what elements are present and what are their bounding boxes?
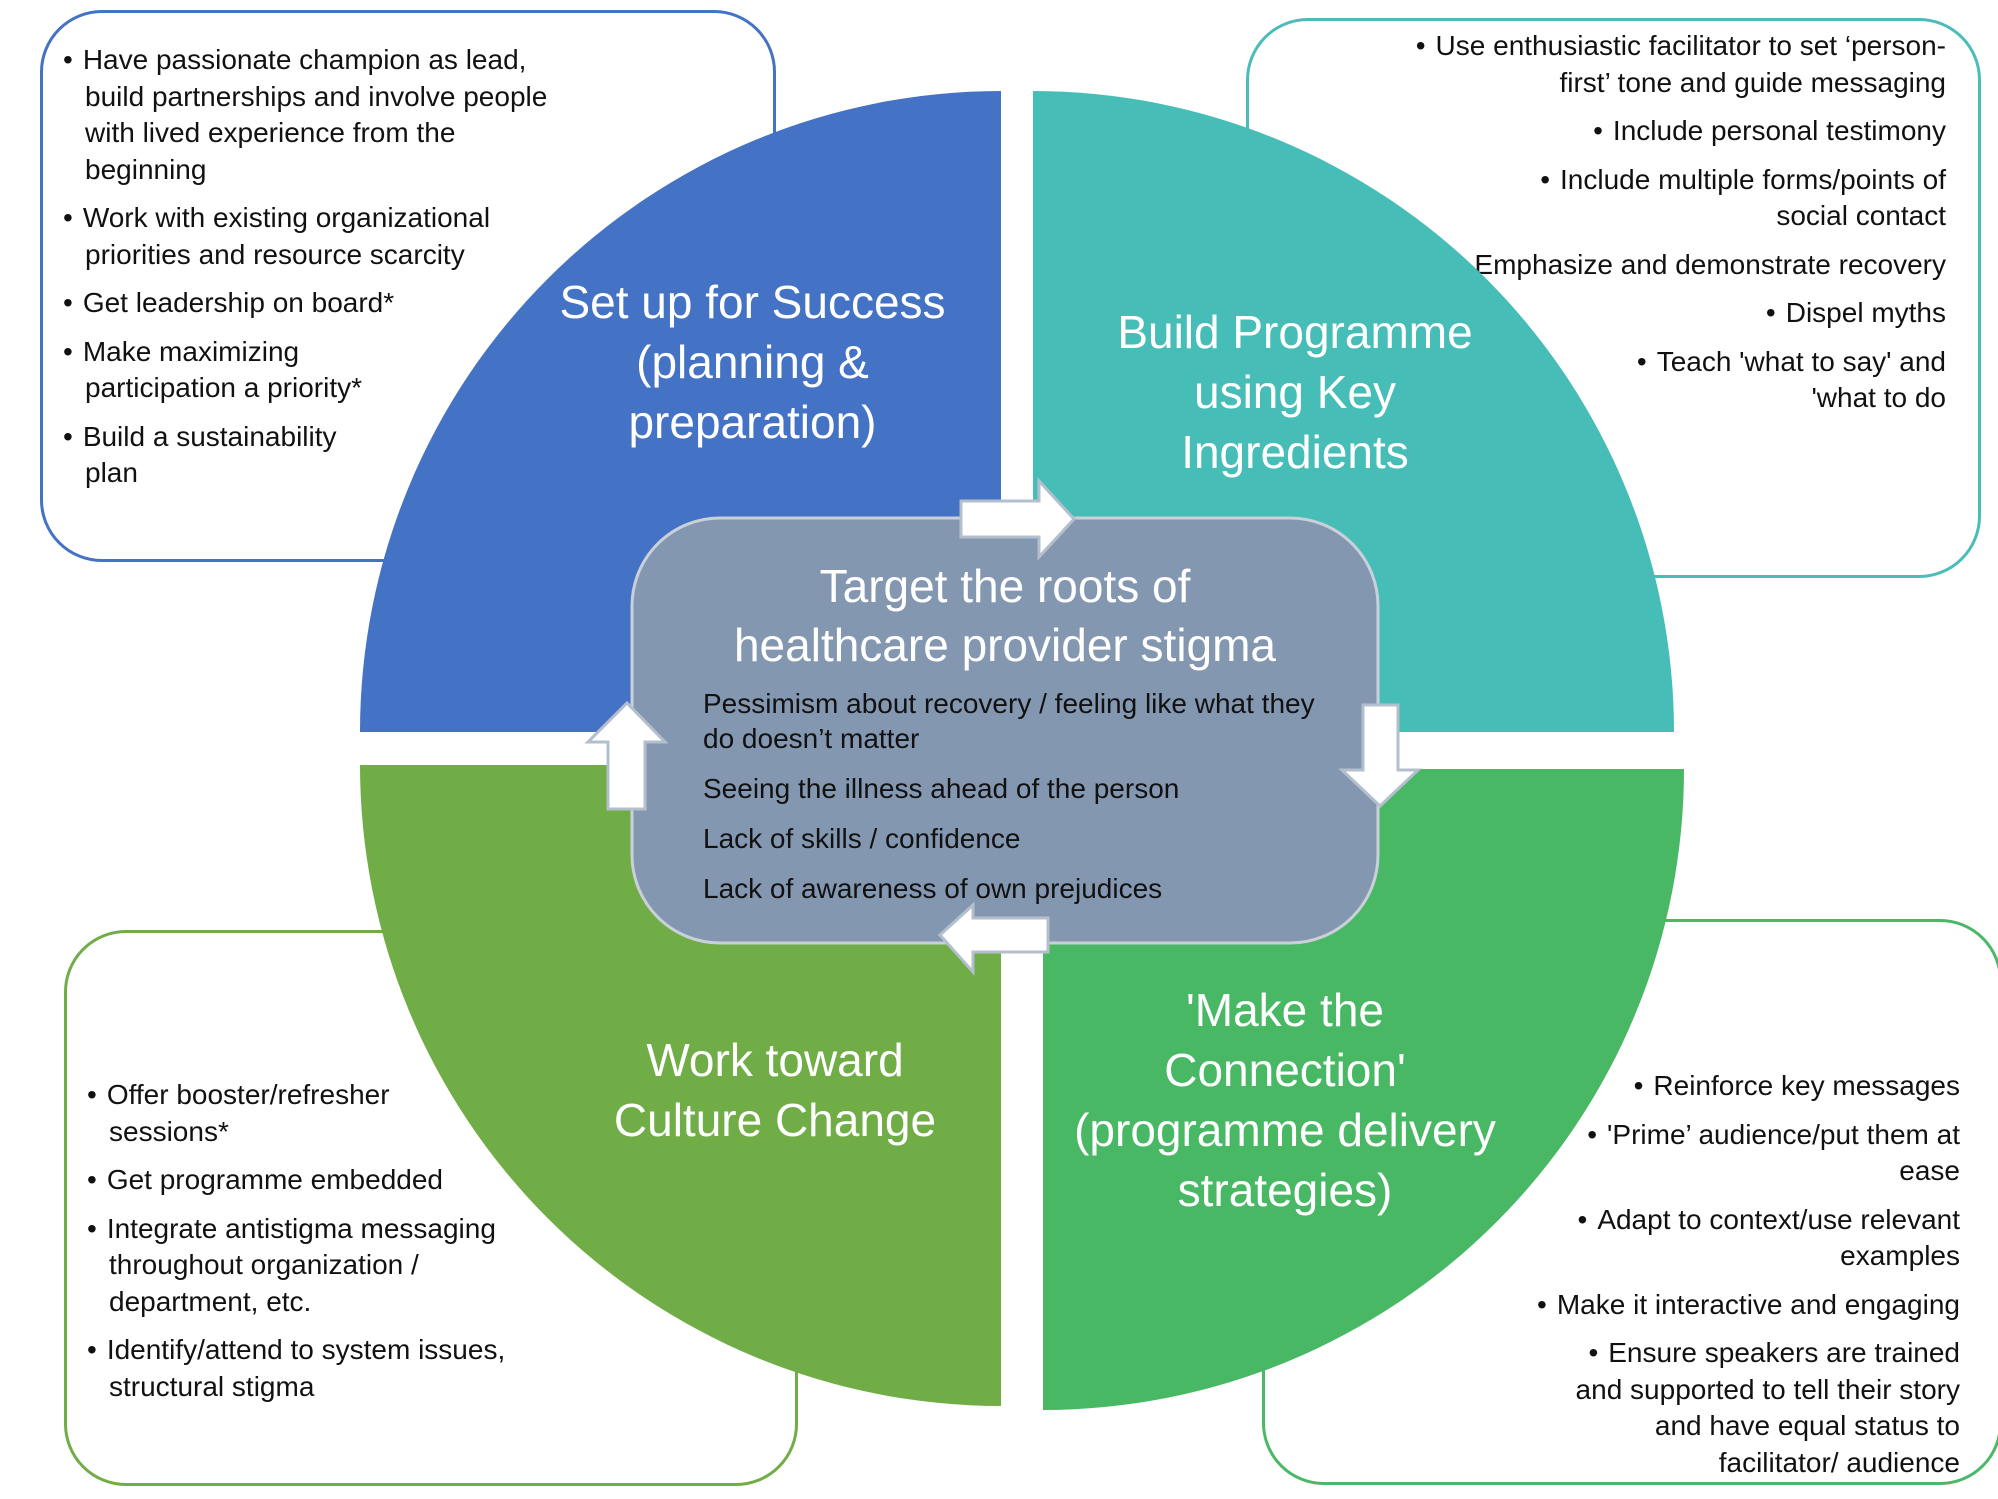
arrow-left-icon	[937, 901, 1050, 976]
list-item: •Make it interactive and engaging	[1537, 1288, 1960, 1320]
arrow-down-icon	[1338, 703, 1422, 809]
list-item: •Teach 'what to say' and 'what to do	[1636, 345, 1946, 414]
list-item: Pessimism about recovery / feeling like …	[703, 688, 1315, 754]
quadrant-title-culture-change: Work toward Culture Change	[613, 1034, 937, 1146]
list-item: •Reinforce key messages	[1633, 1070, 1960, 1101]
list-item: •Ensure speakers are trained and support…	[1575, 1337, 1960, 1478]
list-item: •Integrate antistigma messaging througho…	[87, 1212, 496, 1317]
center-content: Target the roots of healthcare provider …	[631, 517, 1379, 944]
list-item: •Have passionate champion as lead, build…	[63, 44, 548, 185]
list-item: •Work with existing organizational prior…	[63, 202, 491, 270]
list-item: •Build a sustainability plan	[63, 420, 337, 489]
quadrant-title-key-ingredients: Build Programme using Key Ingredients	[1117, 306, 1473, 478]
list-item: Lack of skills / confidence	[703, 823, 1021, 854]
arrow-right-icon	[959, 477, 1077, 561]
list-item: •Offer booster/refresher sessions*	[87, 1079, 390, 1147]
arrow-up-icon	[584, 700, 669, 811]
culture-change-list: •Offer booster/refresher sessions* •Get …	[87, 1077, 607, 1417]
stigma-roots-list: Pessimism about recovery / feeling like …	[703, 686, 1343, 921]
setup-success-list: •Have passionate champion as lead, build…	[63, 42, 583, 504]
list-item: •Include personal testimony	[1593, 115, 1946, 146]
list-item: •Dispel myths	[1765, 297, 1946, 328]
list-item: •Make maximizing participation a priorit…	[63, 335, 363, 404]
list-item: •Adapt to context/use relevant examples	[1577, 1203, 1961, 1272]
center-title: Target the roots of healthcare provider …	[733, 560, 1277, 671]
list-item: Seeing the illness ahead of the person	[703, 773, 1180, 804]
list-item: •'Prime’ audience/put them at ease	[1587, 1118, 1960, 1187]
list-item: •Use enthusiastic facilitator to set ‘pe…	[1415, 30, 1946, 98]
delivery-strategies-list: •Reinforce key messages •'Prime’ audienc…	[1440, 1068, 1960, 1493]
list-item: •Get programme embedded	[87, 1164, 443, 1195]
quadrant-title-setup-success: Set up for Success (planning & preparati…	[559, 276, 946, 448]
list-item: •Include multiple forms/points of social…	[1540, 163, 1946, 232]
quadrant-title-make-connection: 'Make the Connection' (programme deliver…	[1074, 984, 1496, 1216]
list-item: •Emphasize and demonstrate recovery	[1455, 248, 1946, 280]
list-item: •Identify/attend to system issues, struc…	[87, 1334, 506, 1402]
key-ingredients-list: •Use enthusiastic facilitator to set ‘pe…	[1386, 28, 1946, 429]
list-item: •Get leadership on board*	[63, 287, 395, 318]
list-item: Lack of awareness of own prejudices	[703, 873, 1163, 904]
